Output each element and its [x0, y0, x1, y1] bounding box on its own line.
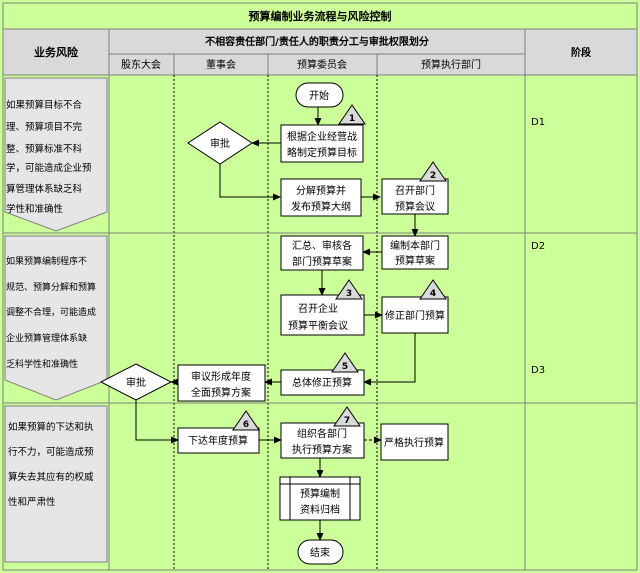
process-step	[280, 178, 362, 217]
risk-text-line: 算失去其应有的权威	[8, 471, 94, 483]
risk-text-line: 学性和准确性	[6, 203, 64, 215]
process-step-text: 总体修正预算	[292, 376, 352, 389]
control-point-number: 7	[344, 416, 350, 426]
process-step	[381, 178, 449, 215]
process-step-text: 汇总、审核各	[292, 239, 352, 252]
stage-label: D1	[531, 117, 545, 128]
process-step	[280, 422, 365, 459]
control-point-marker	[333, 406, 361, 427]
risk-header-cell	[2, 28, 110, 76]
risk-text-line: 规范、预算分解和预算	[6, 281, 96, 293]
control-point-number: 4	[430, 289, 436, 299]
risk-text-line: 企业预算管理体系缺	[6, 332, 87, 344]
process-step-text: 发布预算大纲	[291, 200, 351, 213]
risk-text-line: 乏科学性和准确性	[6, 358, 78, 370]
control-point-number: 2	[430, 171, 436, 181]
diagram-title: 预算编制业务流程与风险控制	[249, 9, 392, 23]
end-terminator	[297, 539, 344, 565]
process-step-text: 召开企业	[298, 302, 338, 315]
process-step-text: 执行预算方案	[292, 443, 352, 456]
process-step-text: 组织各部门	[297, 427, 347, 440]
board-approval-label: 审批	[210, 137, 230, 150]
control-point-number: 1	[349, 114, 355, 124]
process-step-text: 略制定预算目标	[287, 146, 357, 159]
risk-text-line: 学，可能造成企业预	[6, 162, 92, 174]
process-step	[280, 369, 365, 396]
process-step	[177, 364, 266, 402]
process-step-text: 修正部门预算	[385, 309, 445, 322]
process-step-text: 部门预算草案	[292, 255, 352, 268]
process-step	[280, 235, 364, 271]
board-approval-decision	[187, 121, 253, 165]
stage-label: D3	[531, 365, 545, 376]
stage-column-header: 阶段	[571, 46, 591, 59]
end-label: 结束	[310, 546, 330, 559]
control-point-marker	[331, 352, 359, 373]
process-step-text: 预算平衡会议	[288, 319, 348, 332]
process-step-text: 根据企业经营战	[287, 130, 357, 143]
risk-text-line: 理、预算项目不完	[6, 121, 83, 133]
risk-text-line: 性和严肃性	[8, 496, 56, 508]
risk-text-line: 行不力，可能造成预	[8, 446, 94, 458]
risk-callout	[4, 405, 108, 563]
risk-text-line: 如果预算编制程序不	[6, 255, 87, 267]
risk-text-line: 如果预算的下达和执	[8, 421, 94, 433]
control-point-number: 3	[346, 289, 352, 299]
control-point-marker	[232, 410, 260, 431]
process-step-text: 审议形成年度	[191, 370, 251, 383]
control-point-marker	[419, 161, 447, 182]
start-terminator	[295, 82, 344, 108]
risk-callout	[4, 235, 108, 401]
process-step-text: 预算会议	[395, 200, 435, 213]
lane-header-budget-committee: 预算委员会	[297, 58, 347, 71]
title-bar	[2, 2, 638, 30]
lane-header-executing-dept: 预算执行部门	[421, 58, 481, 71]
risk-text-line: 如果预算目标不合	[6, 99, 83, 111]
start-label: 开始	[309, 89, 329, 102]
process-step	[380, 423, 449, 461]
control-point-marker	[419, 279, 447, 300]
responsibility-header: 不相容责任部门/责任人的职责分工与审批权限划分	[205, 35, 429, 48]
process-step	[280, 294, 365, 336]
responsibility-header-cell	[108, 28, 526, 55]
risk-column-header: 业务风险	[34, 45, 79, 59]
risk-text-line: 算管理体系缺乏科	[6, 183, 83, 195]
control-point-marker	[335, 279, 363, 300]
risk-text-line: 整、预算标准不科	[6, 143, 83, 155]
shareholders-approval-label: 审批	[126, 376, 146, 389]
process-step	[381, 235, 449, 270]
stage-label: D2	[531, 241, 545, 252]
process-step-text: 预算草案	[395, 254, 435, 267]
archive-step-text: 预算编制	[300, 487, 340, 500]
risk-text-line: 调整不合理，可能造成	[6, 306, 96, 318]
shareholders-approval-decision	[99, 363, 173, 401]
lane-header-shareholders: 股东大会	[121, 58, 161, 71]
risk-callout	[4, 77, 108, 232]
process-step	[177, 427, 260, 454]
process-step-text: 严格执行预算	[384, 436, 444, 449]
control-point-marker	[338, 104, 366, 125]
process-step-text: 分解预算并	[296, 184, 346, 197]
process-step-text: 下达年度预算	[188, 434, 248, 447]
process-step-text: 全面预算方案	[191, 386, 251, 399]
control-point-number: 5	[342, 362, 348, 372]
process-step	[381, 296, 449, 334]
lane-header-board: 董事会	[206, 58, 236, 71]
process-step-text: 编制本部门	[390, 239, 440, 252]
control-point-number: 6	[243, 420, 249, 430]
archive-step-text: 资料归档	[300, 503, 340, 516]
process-step	[280, 124, 364, 163]
process-step-text: 召开部门	[395, 184, 435, 197]
